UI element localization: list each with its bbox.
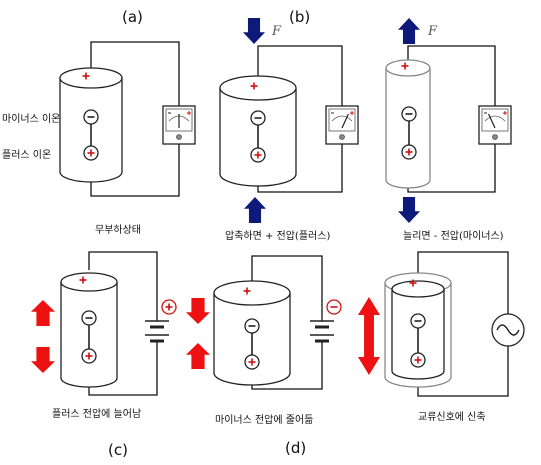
voltmeter-b2	[478, 105, 512, 145]
force-label-b: F	[272, 24, 282, 39]
wire-e-bottom	[417, 346, 509, 397]
meter-scale	[484, 115, 506, 122]
meter-knob	[492, 134, 498, 140]
panel-b-letter: (b)	[289, 8, 311, 26]
caption-no-load: 무부하상태	[95, 225, 141, 236]
force-arrow-b-bottom	[244, 197, 266, 223]
ion-pair-b	[250, 110, 266, 163]
caption-stretch: 늘리면 - 전압(마이너스)	[403, 231, 504, 242]
cylinder-top	[213, 280, 291, 306]
cylinder-top	[385, 59, 431, 77]
wire-c-bottom	[88, 341, 158, 396]
meter-needle	[341, 113, 349, 129]
ion-pair-c	[81, 310, 97, 364]
shrink-arrow-d-top	[186, 298, 210, 324]
expand-arrow-c-up	[31, 300, 55, 326]
cylinder-top	[59, 67, 123, 89]
caption-minus-voltage: 마이너스 전압에 줄어듦	[215, 415, 314, 426]
ion-pair-b2	[401, 106, 417, 160]
plus-ion-label: 플러스 이온	[2, 150, 52, 161]
wire-d-top	[251, 255, 323, 321]
battery-c	[145, 299, 177, 343]
voltmeter-b	[325, 105, 359, 145]
caption-ac-signal: 교류신호에 신축	[418, 412, 486, 423]
ac-sine-wave	[496, 324, 520, 336]
ion-pair-a	[83, 109, 99, 161]
top-plus-a	[82, 72, 90, 80]
cylinder-top	[391, 280, 445, 298]
wire-e-top	[417, 251, 509, 314]
caption-compress: 압축하면 + 전압(플러스)	[225, 231, 331, 242]
wire-b2-top	[407, 45, 496, 106]
top-plus-e	[409, 279, 417, 287]
ac-double-arrow	[358, 297, 380, 375]
top-plus-b	[250, 82, 258, 90]
voltmeter-a	[162, 105, 196, 145]
top-plus-b2	[401, 62, 409, 70]
minus-ion-label: 마이너스 이온	[2, 114, 61, 125]
expand-arrow-c-down	[31, 347, 55, 373]
top-plus-c	[79, 276, 87, 284]
cylinder-top	[60, 272, 118, 292]
cylinder-top	[219, 75, 297, 101]
ion-pair-d	[244, 318, 260, 370]
top-plus-d	[243, 287, 251, 295]
caption-plus-voltage: 플러스 전압에 늘어남	[52, 409, 142, 420]
wire-a-top	[90, 41, 180, 106]
wire-b-top	[257, 45, 343, 106]
wire-a-bottom	[90, 144, 180, 197]
battery-d	[310, 299, 342, 343]
panel-d-letter: (d)	[285, 439, 307, 457]
meter-scale	[331, 115, 353, 122]
force-arrow-b-top	[243, 18, 265, 44]
cylinder-body	[385, 68, 431, 189]
force-arrow-b2-bottom	[398, 197, 420, 223]
cylinder-b2	[385, 59, 431, 189]
meter-needle	[488, 113, 496, 129]
ac-source	[491, 313, 525, 347]
force-label-b2: F	[428, 24, 438, 39]
meter-knob	[339, 134, 345, 140]
force-arrow-b2-top	[398, 18, 420, 44]
panel-a-letter: (a)	[122, 8, 143, 26]
shrink-arrow-d-bottom	[186, 343, 210, 369]
ion-pair-e	[410, 313, 426, 368]
wire-c-top	[88, 251, 158, 321]
panel-c-letter: (c)	[108, 441, 128, 459]
meter-knob	[176, 134, 182, 140]
